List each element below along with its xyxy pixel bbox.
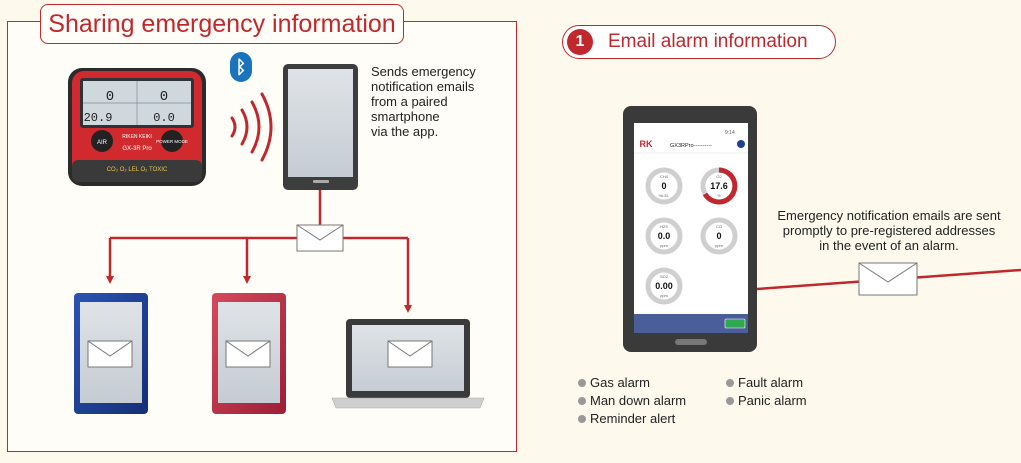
alert-note-line: Emergency notification emails are sent xyxy=(777,208,1001,223)
recipient-phone-red xyxy=(212,293,286,414)
section-heading-label: Email alarm information xyxy=(608,31,808,52)
recipient-phone-blue xyxy=(74,293,148,414)
alarm-list-item: Gas alarm xyxy=(578,374,686,392)
signal-waves xyxy=(230,92,273,162)
alarm-list-item: Man down alarm xyxy=(578,392,686,410)
alarm-list-col1: Gas alarm Man down alarm Reminder alert xyxy=(578,374,686,428)
detector-brand: RIKEN KEIKI xyxy=(122,134,151,140)
gas-gauge-co: CO 0 ppm xyxy=(700,217,738,255)
recipient-laptop xyxy=(331,319,485,409)
gauge-unit: % xyxy=(717,193,721,198)
gauge-unit: %LEL xyxy=(659,193,670,198)
alarm-list-item: Panic alarm xyxy=(726,392,807,410)
gauge-gas: O2 xyxy=(716,174,722,179)
section-number-badge: 1 xyxy=(567,29,593,55)
pairing-note-line: from a paired xyxy=(371,94,448,109)
gauge-value: 0 xyxy=(661,181,666,191)
gauge-gas: CO xyxy=(716,224,722,229)
detector-air-button: AIR xyxy=(97,140,108,146)
bluetooth-icon: ᛒ xyxy=(230,52,252,82)
pairing-note-line: notification emails xyxy=(371,79,475,94)
bullet-icon xyxy=(578,379,586,387)
detector-model: GX-3R Pro xyxy=(122,146,152,152)
gauge-gas: CH4 xyxy=(660,174,669,179)
paired-smartphone xyxy=(283,64,358,190)
alarm-list-item: Reminder alert xyxy=(578,410,686,428)
app-logo: RK xyxy=(640,139,653,149)
detector-reading-3: 0.0 xyxy=(153,111,175,125)
envelope-icon xyxy=(296,224,344,252)
alarm-list-item: Fault alarm xyxy=(726,374,807,392)
email-routing-lines xyxy=(106,190,412,313)
gauge-value: 0.0 xyxy=(658,231,671,241)
bullet-icon xyxy=(578,397,586,405)
alarm-label: Reminder alert xyxy=(590,411,676,426)
gas-gauge-h2s: H2S 0.0 ppm xyxy=(645,217,683,255)
detector-reading-2: 0 xyxy=(160,89,168,105)
app-smartphone: 9:14 RK GX3RPro---------- xyxy=(623,106,757,352)
alert-note: Emergency notification emails are sent p… xyxy=(768,208,1010,253)
bullet-icon xyxy=(726,397,734,405)
status-time: 9:14 xyxy=(725,130,735,136)
detector-reading-0: 20.9 xyxy=(84,111,113,125)
detector-power-button: POWER MODE xyxy=(156,139,188,144)
gas-gauge-o2: O2 17.6% xyxy=(700,167,738,205)
pairing-note-line: via the app. xyxy=(371,124,439,139)
pairing-note-line: smartphone xyxy=(371,109,440,124)
alarm-label: Man down alarm xyxy=(590,393,687,408)
alarm-label: Fault alarm xyxy=(738,375,804,390)
gauge-value: 0.00 xyxy=(655,281,673,291)
gas-gauge-ch4: CH4 0 %LEL xyxy=(645,167,683,205)
gauge-unit: ppm xyxy=(715,243,723,248)
gauge-value: 0 xyxy=(716,231,721,241)
gauge-gas: SO2 xyxy=(660,274,669,279)
alert-note-line: in the event of an alarm. xyxy=(819,238,959,253)
gas-detector: 0 0 20.9 0.0 AIR POWER MODE RIKEN KEIKI … xyxy=(68,68,206,186)
pairing-note-line: Sends emergency xyxy=(371,64,476,79)
detector-reading-1: 0 xyxy=(106,89,114,105)
section-heading: 1 Email alarm information xyxy=(562,25,836,59)
alert-note-line: promptly to pre-registered addresses xyxy=(782,223,996,238)
gas-gauge-so2: SO2 0.00 ppm xyxy=(645,267,683,305)
gauge-unit: ppm xyxy=(660,293,668,298)
detector-sensor-labels: CO₂ O₂ LEL O₂ TOXIC xyxy=(107,167,168,173)
gauge-value: 17.6 xyxy=(710,181,728,191)
alert-connector xyxy=(756,262,1021,296)
bullet-icon xyxy=(726,379,734,387)
device-name: GX3RPro---------- xyxy=(670,143,712,149)
pairing-note: Sends emergency notification emails from… xyxy=(371,64,476,139)
bullet-icon xyxy=(578,415,586,423)
gauge-unit: ppm xyxy=(660,243,668,248)
alarm-label: Gas alarm xyxy=(590,375,650,390)
gauge-gas: H2S xyxy=(660,224,668,229)
alarm-list-col2: Fault alarm Panic alarm xyxy=(726,374,807,410)
panel-title: Sharing emergency information xyxy=(40,4,404,44)
alarm-label: Panic alarm xyxy=(738,393,807,408)
